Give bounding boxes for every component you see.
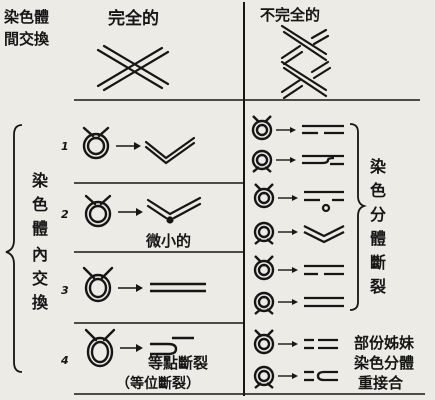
row2-label-minute: 微小的 — [145, 232, 191, 250]
right-products — [302, 124, 345, 382]
side-char-4: 交 — [32, 269, 48, 288]
right-arrow-5 — [278, 267, 298, 273]
frame-lines — [74, 2, 425, 396]
right-product-8 — [304, 370, 338, 382]
side-char-3: 內 — [32, 245, 48, 264]
row-number-2: 2 — [61, 208, 69, 221]
row3-arrow — [118, 284, 143, 292]
side-char-2: 體 — [32, 219, 48, 238]
right-arrow-7 — [278, 341, 298, 347]
intrachromosomal-bracket — [5, 124, 23, 373]
right-product-2 — [302, 154, 344, 166]
break-char-4: 斷 — [370, 253, 386, 272]
right-arrow-3 — [278, 195, 298, 201]
right-ring-8 — [253, 365, 275, 389]
row-number-3: 3 — [61, 284, 69, 297]
right-product-7 — [304, 338, 338, 350]
row1-product-chromatid — [144, 136, 196, 165]
label-sister-union-line3: 重接合 — [358, 374, 404, 392]
right-product-5 — [304, 264, 344, 276]
right-ring-5 — [253, 255, 275, 281]
right-rings — [251, 115, 275, 389]
right-ring-7 — [253, 329, 275, 355]
row3-ring — [82, 266, 114, 303]
right-arrow-1 — [276, 127, 296, 133]
row2-arrow — [118, 208, 143, 216]
break-char-0: 染 — [369, 157, 387, 176]
row4-label-isolocus-break-alt: （等位斷裂） — [116, 375, 200, 392]
right-ring-1 — [251, 115, 273, 141]
row2-product-chromatid — [146, 196, 202, 224]
right-product-4 — [303, 224, 345, 244]
row-number-1: 1 — [61, 140, 69, 153]
label-chromatid-breakage: 染 色 分 體 斷 裂 — [369, 157, 387, 296]
break-char-1: 色 — [370, 181, 386, 200]
complete-exchange-cross — [96, 44, 170, 92]
right-ring-2 — [251, 149, 273, 173]
category-interchromosomal-line2: 間交換 — [4, 30, 50, 48]
break-char-5: 裂 — [369, 277, 386, 296]
right-product-6 — [304, 296, 344, 308]
label-sister-union-line2: 染色分體 — [353, 354, 414, 372]
row1-ring — [82, 126, 110, 160]
break-char-3: 體 — [370, 229, 386, 248]
row1-arrow — [116, 142, 141, 150]
break-char-2: 分 — [370, 205, 386, 224]
side-char-5: 換 — [32, 293, 49, 312]
right-product-3 — [304, 190, 344, 213]
right-ring-6 — [253, 291, 275, 315]
row4-ring — [84, 328, 116, 368]
chromatid-breakage-bracket — [349, 123, 367, 311]
row4-label-isolocus-break: 等點斷裂 — [148, 354, 208, 372]
right-ring-4 — [253, 221, 275, 245]
label-sister-union-line1: 部份姊妹 — [354, 334, 415, 352]
category-interchromosomal-line1: 染色體 — [3, 8, 49, 26]
right-arrow-6 — [278, 299, 298, 305]
incomplete-exchange-cross-lower — [280, 60, 332, 100]
right-arrow-8 — [278, 373, 298, 379]
side-char-1: 色 — [32, 195, 48, 214]
right-arrow-2 — [276, 157, 296, 163]
row2-ring — [84, 194, 112, 228]
row-number-4: 4 — [60, 354, 69, 367]
column-header-incomplete: 不完全的 — [260, 6, 320, 24]
row4-arrow — [120, 344, 143, 352]
incomplete-exchange-cross-upper — [280, 24, 330, 66]
row4-product-chromatid — [150, 336, 194, 356]
right-arrows — [276, 127, 298, 379]
column-header-complete: 完全的 — [108, 8, 159, 29]
category-intrachromosomal: 染 色 體 內 交 換 — [31, 171, 49, 312]
row3-product-chromatid — [150, 282, 206, 293]
right-arrow-4 — [278, 229, 298, 235]
right-product-1 — [302, 124, 344, 135]
side-char-0: 染 — [31, 171, 49, 190]
right-ring-3 — [253, 183, 275, 209]
